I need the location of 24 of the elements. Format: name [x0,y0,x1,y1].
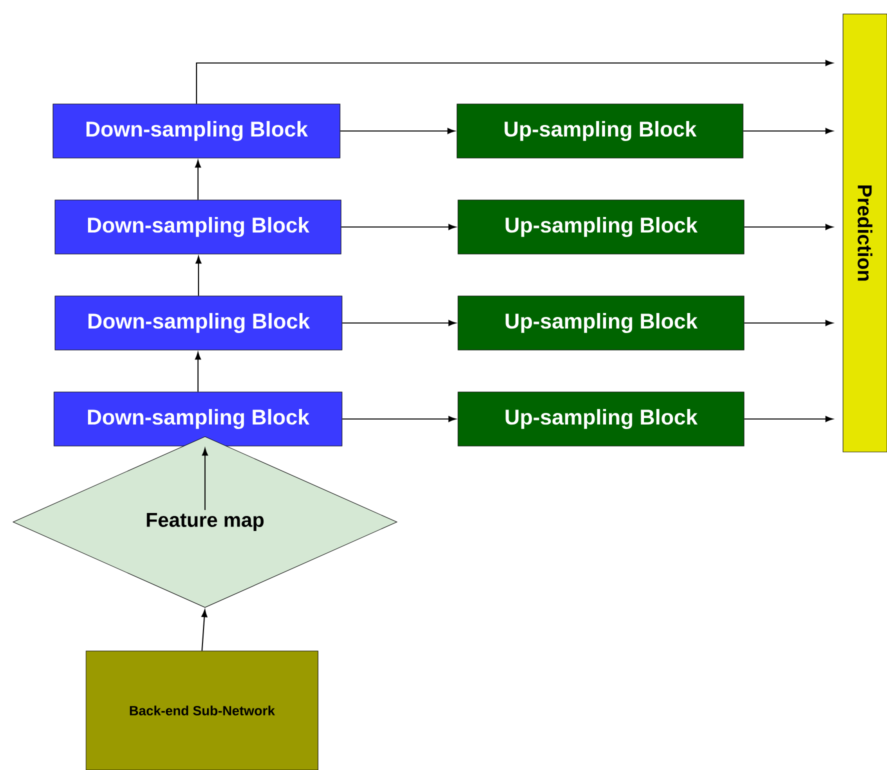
arrow [743,128,833,134]
process-box: Down-sampling Block [54,296,342,350]
process-box: Down-sampling Block [54,392,342,446]
arrow [341,224,456,230]
process-box: Up-sampling Block [458,200,744,254]
arrow [196,60,833,104]
arrow [342,320,456,326]
arrow [201,610,208,651]
process-box: Up-sampling Block [456,104,744,158]
process-box: Down-sampling Block [54,200,342,254]
arrow [744,416,833,422]
network-box: Back-end Sub-Network [86,650,318,770]
arrow [744,320,833,326]
output-bar: Prediction [842,14,887,452]
arrow [342,416,456,422]
arrow [340,128,455,134]
process-box: Up-sampling Block [458,392,744,446]
arrow [196,256,202,296]
arrow [202,448,208,510]
process-box: Up-sampling Block [458,296,744,350]
arrow [195,352,201,392]
arrow [744,224,833,230]
process-box: Down-sampling Block [52,104,340,158]
arrow [195,160,201,200]
